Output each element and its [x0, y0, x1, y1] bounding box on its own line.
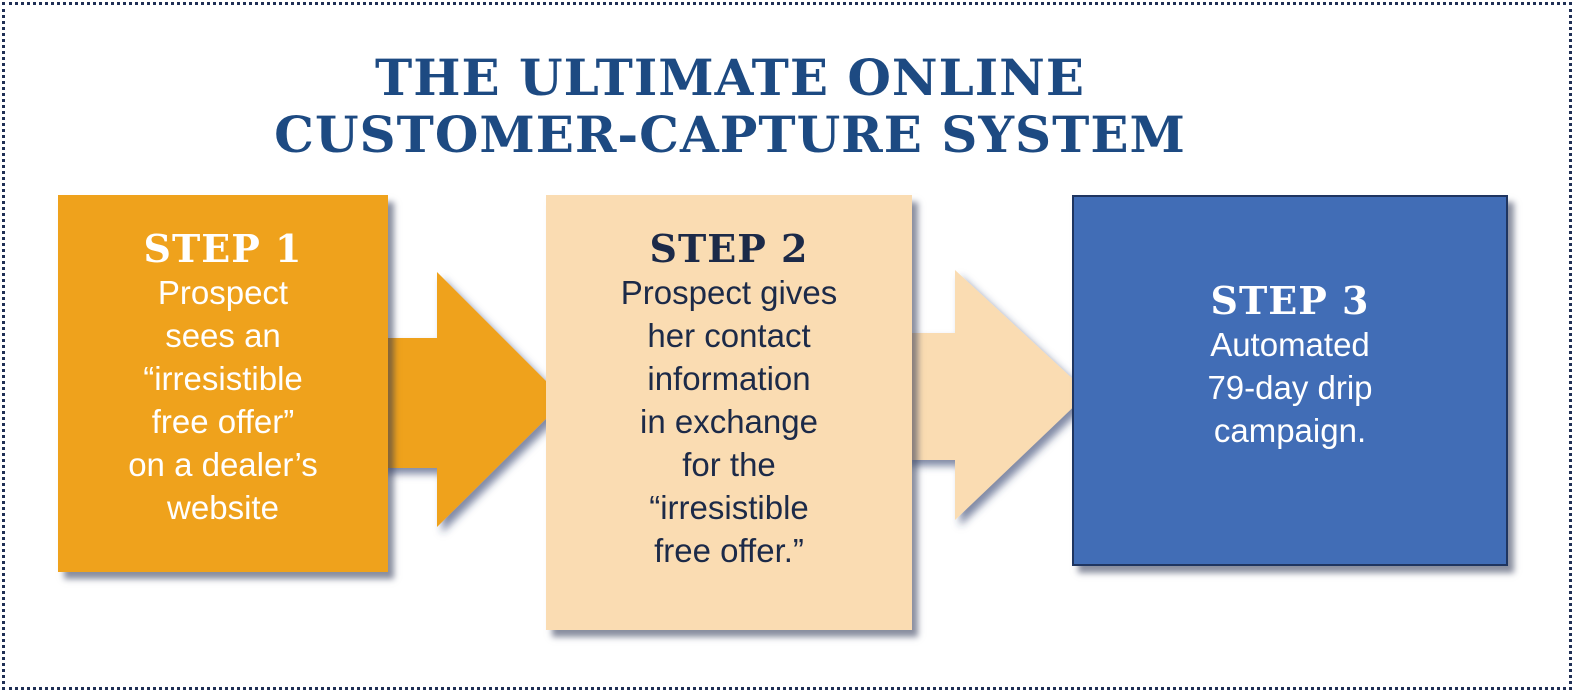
step-1-line: sees an [165, 317, 281, 354]
step-2-line: information [647, 360, 811, 397]
step-3-line: campaign. [1213, 412, 1367, 449]
step-2-line: Prospect gives [620, 274, 838, 311]
step-2-label: STEP 2 [649, 226, 809, 271]
arrow-1-icon [380, 272, 565, 527]
step-1-line: free offer” [151, 403, 295, 440]
step-2-line: in exchange [640, 403, 818, 440]
step-1-label: STEP 1 [143, 226, 303, 271]
arrow-2-icon [905, 270, 1088, 520]
step-1-line: “irresistible [143, 360, 303, 397]
step-3-label: STEP 3 [1210, 278, 1370, 323]
step-2-box: STEP 2 Prospect gives her contact inform… [546, 195, 912, 630]
step-2-line: her contact [647, 317, 811, 354]
step-1-line: Prospect [157, 274, 289, 311]
step-3-line: Automated [1210, 326, 1370, 363]
step-2-line: free offer.” [654, 532, 804, 569]
step-1-box: STEP 1 Prospect sees an “irresistible fr… [58, 195, 388, 572]
step-3-line: 79-day drip [1207, 369, 1373, 406]
title-line-1: THE ULTIMATE ONLINE [375, 48, 1085, 107]
title-line-2: CUSTOMER-CAPTURE SYSTEM [274, 105, 1186, 164]
step-3-box: STEP 3 Automated 79-day drip campaign. [1072, 195, 1508, 566]
step-1-line: on a dealer’s [128, 446, 318, 483]
step-2-line: “irresistible [649, 489, 809, 526]
step-1-line: website [167, 489, 279, 526]
step-2-line: for the [682, 446, 776, 483]
